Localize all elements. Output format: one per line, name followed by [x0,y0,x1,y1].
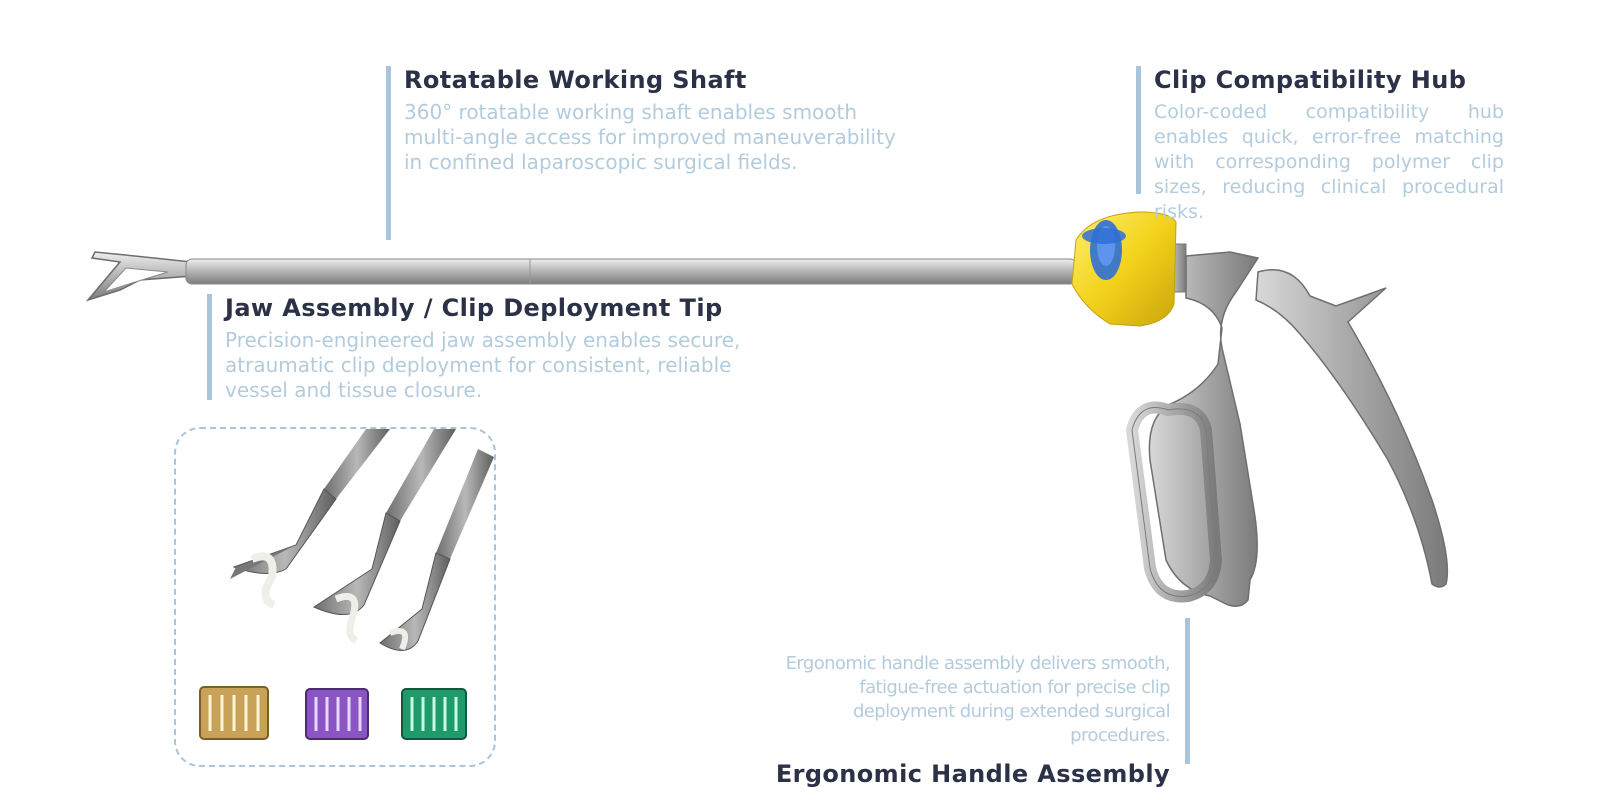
purple-clip-cartridge-icon [305,688,369,740]
callout-accent-bar [1136,66,1141,194]
callout-description: Precision-engineered jaw assembly enable… [225,328,741,402]
callout-title: Jaw Assembly / Clip Deployment Tip [225,294,723,322]
callout-title: Rotatable Working Shaft [404,66,747,94]
gold-clip-cartridge-icon [199,686,269,740]
callout-accent-bar [1185,618,1190,764]
callout-ergonomic-handle-assembly: Ergonomic handle assembly delivers smoot… [770,618,1190,788]
callout-jaw-assembly: Jaw Assembly / Clip Deployment Tip Preci… [207,294,747,404]
callout-accent-bar [386,66,391,240]
inset-illustration [199,429,494,740]
callout-description: Ergonomic handle assembly delivers smoot… [785,653,1171,746]
callout-rotatable-working-shaft: Rotatable Working Shaft 360° rotatable w… [386,66,906,241]
callout-title: Ergonomic Handle Assembly [775,760,1170,788]
callout-description: 360° rotatable working shaft enables smo… [404,100,896,174]
green-clip-cartridge-icon [401,688,467,740]
callout-description: Color-coded compatibility hub enables qu… [1154,101,1504,223]
callout-accent-bar [207,294,212,400]
callout-clip-compatibility-hub: Clip Compatibility Hub Color-coded compa… [1136,66,1506,223]
callout-title: Clip Compatibility Hub [1154,66,1467,94]
jaw-tips-and-clip-cartridges-image [174,427,496,767]
